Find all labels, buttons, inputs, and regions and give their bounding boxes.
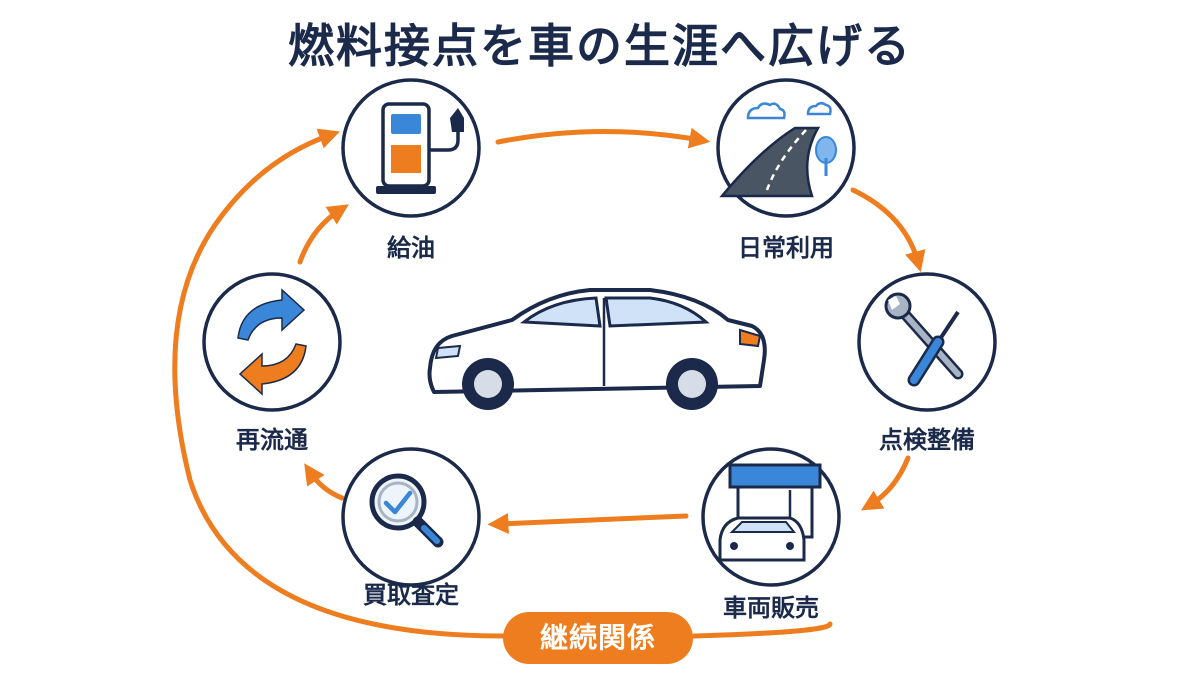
label-maintenance: 点検整備: [879, 426, 975, 454]
label-sales: 車両販売: [723, 594, 819, 622]
dealership-icon: [718, 463, 822, 562]
outer-loop-arrow: [172, 135, 833, 639]
arrow-daily-to-maintenance: [850, 187, 926, 273]
label-fueling: 給油: [387, 234, 435, 262]
magnifier-check-icon: [369, 473, 444, 548]
continuous-relationship-badge: 継続関係: [503, 612, 693, 664]
label-appraisal: 買取査定: [363, 581, 459, 609]
arrow-maintenance-to-sales: [860, 455, 911, 511]
recirculation-circle: [202, 272, 342, 412]
fuel-pump-icon: [376, 102, 464, 194]
label-recirculation: 再流通: [236, 426, 308, 454]
recycle-arrows-icon: [237, 288, 307, 396]
sedan-car-icon: [427, 288, 767, 410]
label-daily-use: 日常利用: [738, 234, 834, 262]
page-title: 燃料接点を車の生涯へ広げる: [288, 19, 912, 73]
wrench-screwdriver-icon: [884, 292, 964, 387]
road-icon: [719, 102, 837, 198]
arrow-appraisal-to-recirculation: [304, 463, 345, 501]
arrow-sales-to-appraisal: [487, 513, 689, 535]
arrow-recirculation-to-fueling: [297, 204, 349, 265]
arrow-fueling-to-daily: [495, 127, 711, 149]
